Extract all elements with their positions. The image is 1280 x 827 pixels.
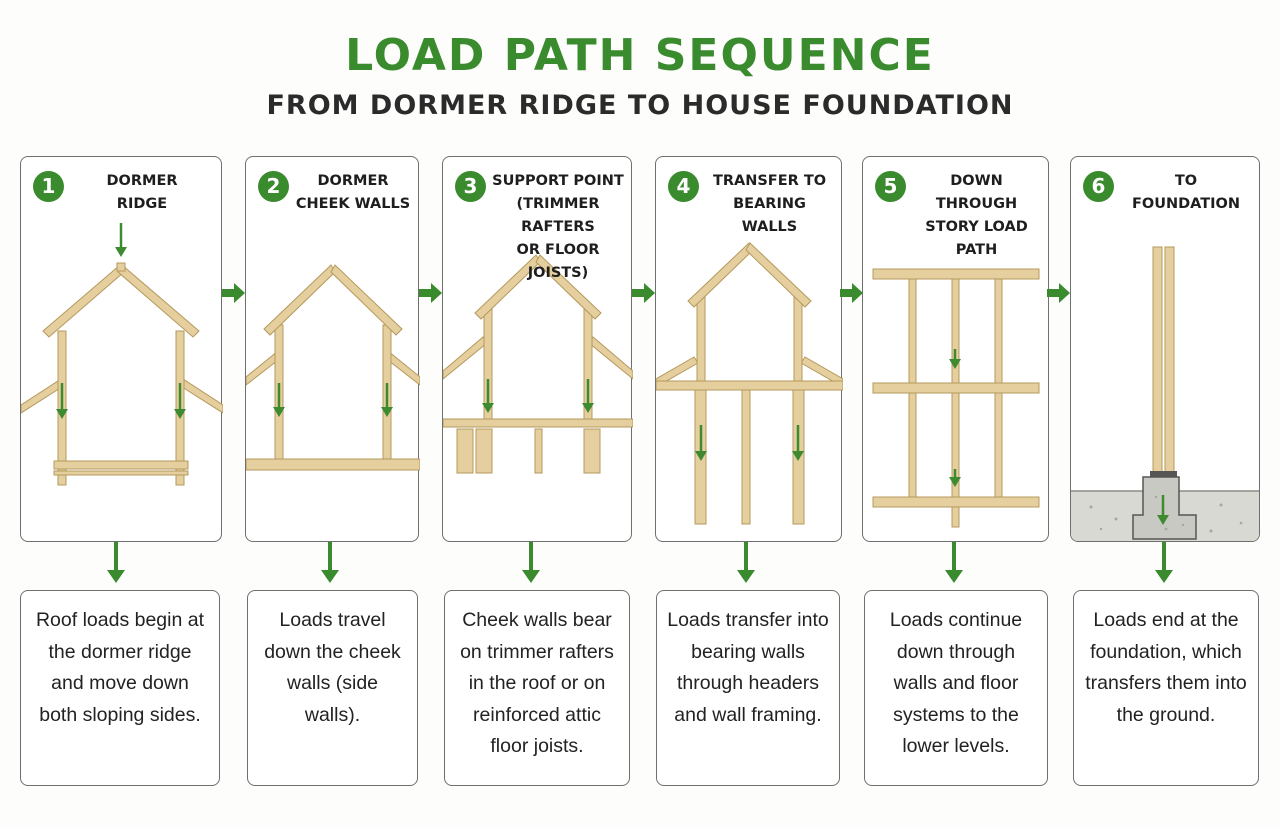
step-3-panel: 3 SUPPORT POINT (TRIMMER RAFTERS OR FLOO… <box>442 156 633 542</box>
right-arrow-icon <box>1047 283 1070 303</box>
step-heading: SUPPORT POINT (TRIMMER RAFTERS OR FLOOR … <box>492 173 624 281</box>
bearing-walls-illustration <box>656 242 843 525</box>
step-5-panel: 5 DOWN THROUGH STORY LOAD PATH <box>862 156 1049 542</box>
step-number-badge: 6 <box>1083 171 1114 202</box>
step-2-description: Loads travel down the cheek walls (side … <box>247 590 418 786</box>
step-1-description: Roof loads begin at the dormer ridge and… <box>20 590 220 786</box>
page-title: LOAD PATH SEQUENCE <box>345 30 935 81</box>
step-2-panel: 2 DORMER CHEEK WALLS <box>245 156 420 542</box>
down-arrow-icon <box>522 542 540 583</box>
right-arrow-icon <box>419 283 442 303</box>
down-arrow-icon <box>1155 542 1173 583</box>
step-1-panel: 1 DORMER RIDGE <box>20 156 223 542</box>
step-5-description: Loads continue down through walls and fl… <box>864 590 1048 786</box>
step-heading: DORMER RIDGE <box>106 173 178 212</box>
step-heading: TRANSFER TO BEARING WALLS <box>712 173 827 235</box>
step-6-description: Loads end at the foundation, which trans… <box>1073 590 1259 786</box>
page-subtitle: FROM DORMER RIDGE TO HOUSE FOUNDATION <box>266 90 1014 121</box>
dormer-ridge-illustration <box>21 223 223 486</box>
step-6-panel: 6 TO FOUNDATION <box>1070 156 1260 542</box>
story-load-path-illustration <box>872 268 1040 528</box>
down-arrow-icon <box>945 542 963 583</box>
foundation-illustration <box>1071 246 1259 541</box>
right-arrow-icon <box>840 283 863 303</box>
right-arrow-icon <box>632 283 655 303</box>
step-number-badge: 5 <box>875 171 906 202</box>
step-heading: DOWN THROUGH STORY LOAD PATH <box>925 173 1028 258</box>
step-number-badge: 4 <box>668 171 699 202</box>
step-number-badge: 3 <box>455 171 486 202</box>
down-arrow-icon <box>321 542 339 583</box>
cheek-walls-illustration <box>246 264 420 471</box>
down-arrow-icon <box>737 542 755 583</box>
step-number-badge: 1 <box>33 171 64 202</box>
step-4-description: Loads transfer into bearing walls throug… <box>656 590 840 786</box>
right-arrow-icon <box>222 283 245 303</box>
step-number-badge: 2 <box>258 171 289 202</box>
down-arrow-icon <box>107 542 125 583</box>
step-heading: TO FOUNDATION <box>1131 173 1241 212</box>
step-4-panel: 4 TRANSFER TO BEARING WALLS <box>655 156 843 542</box>
step-heading: DORMER CHEEK WALLS <box>295 173 411 212</box>
support-point-illustration <box>443 254 633 474</box>
step-3-description: Cheek walls bear on trimmer rafters in t… <box>444 590 630 786</box>
